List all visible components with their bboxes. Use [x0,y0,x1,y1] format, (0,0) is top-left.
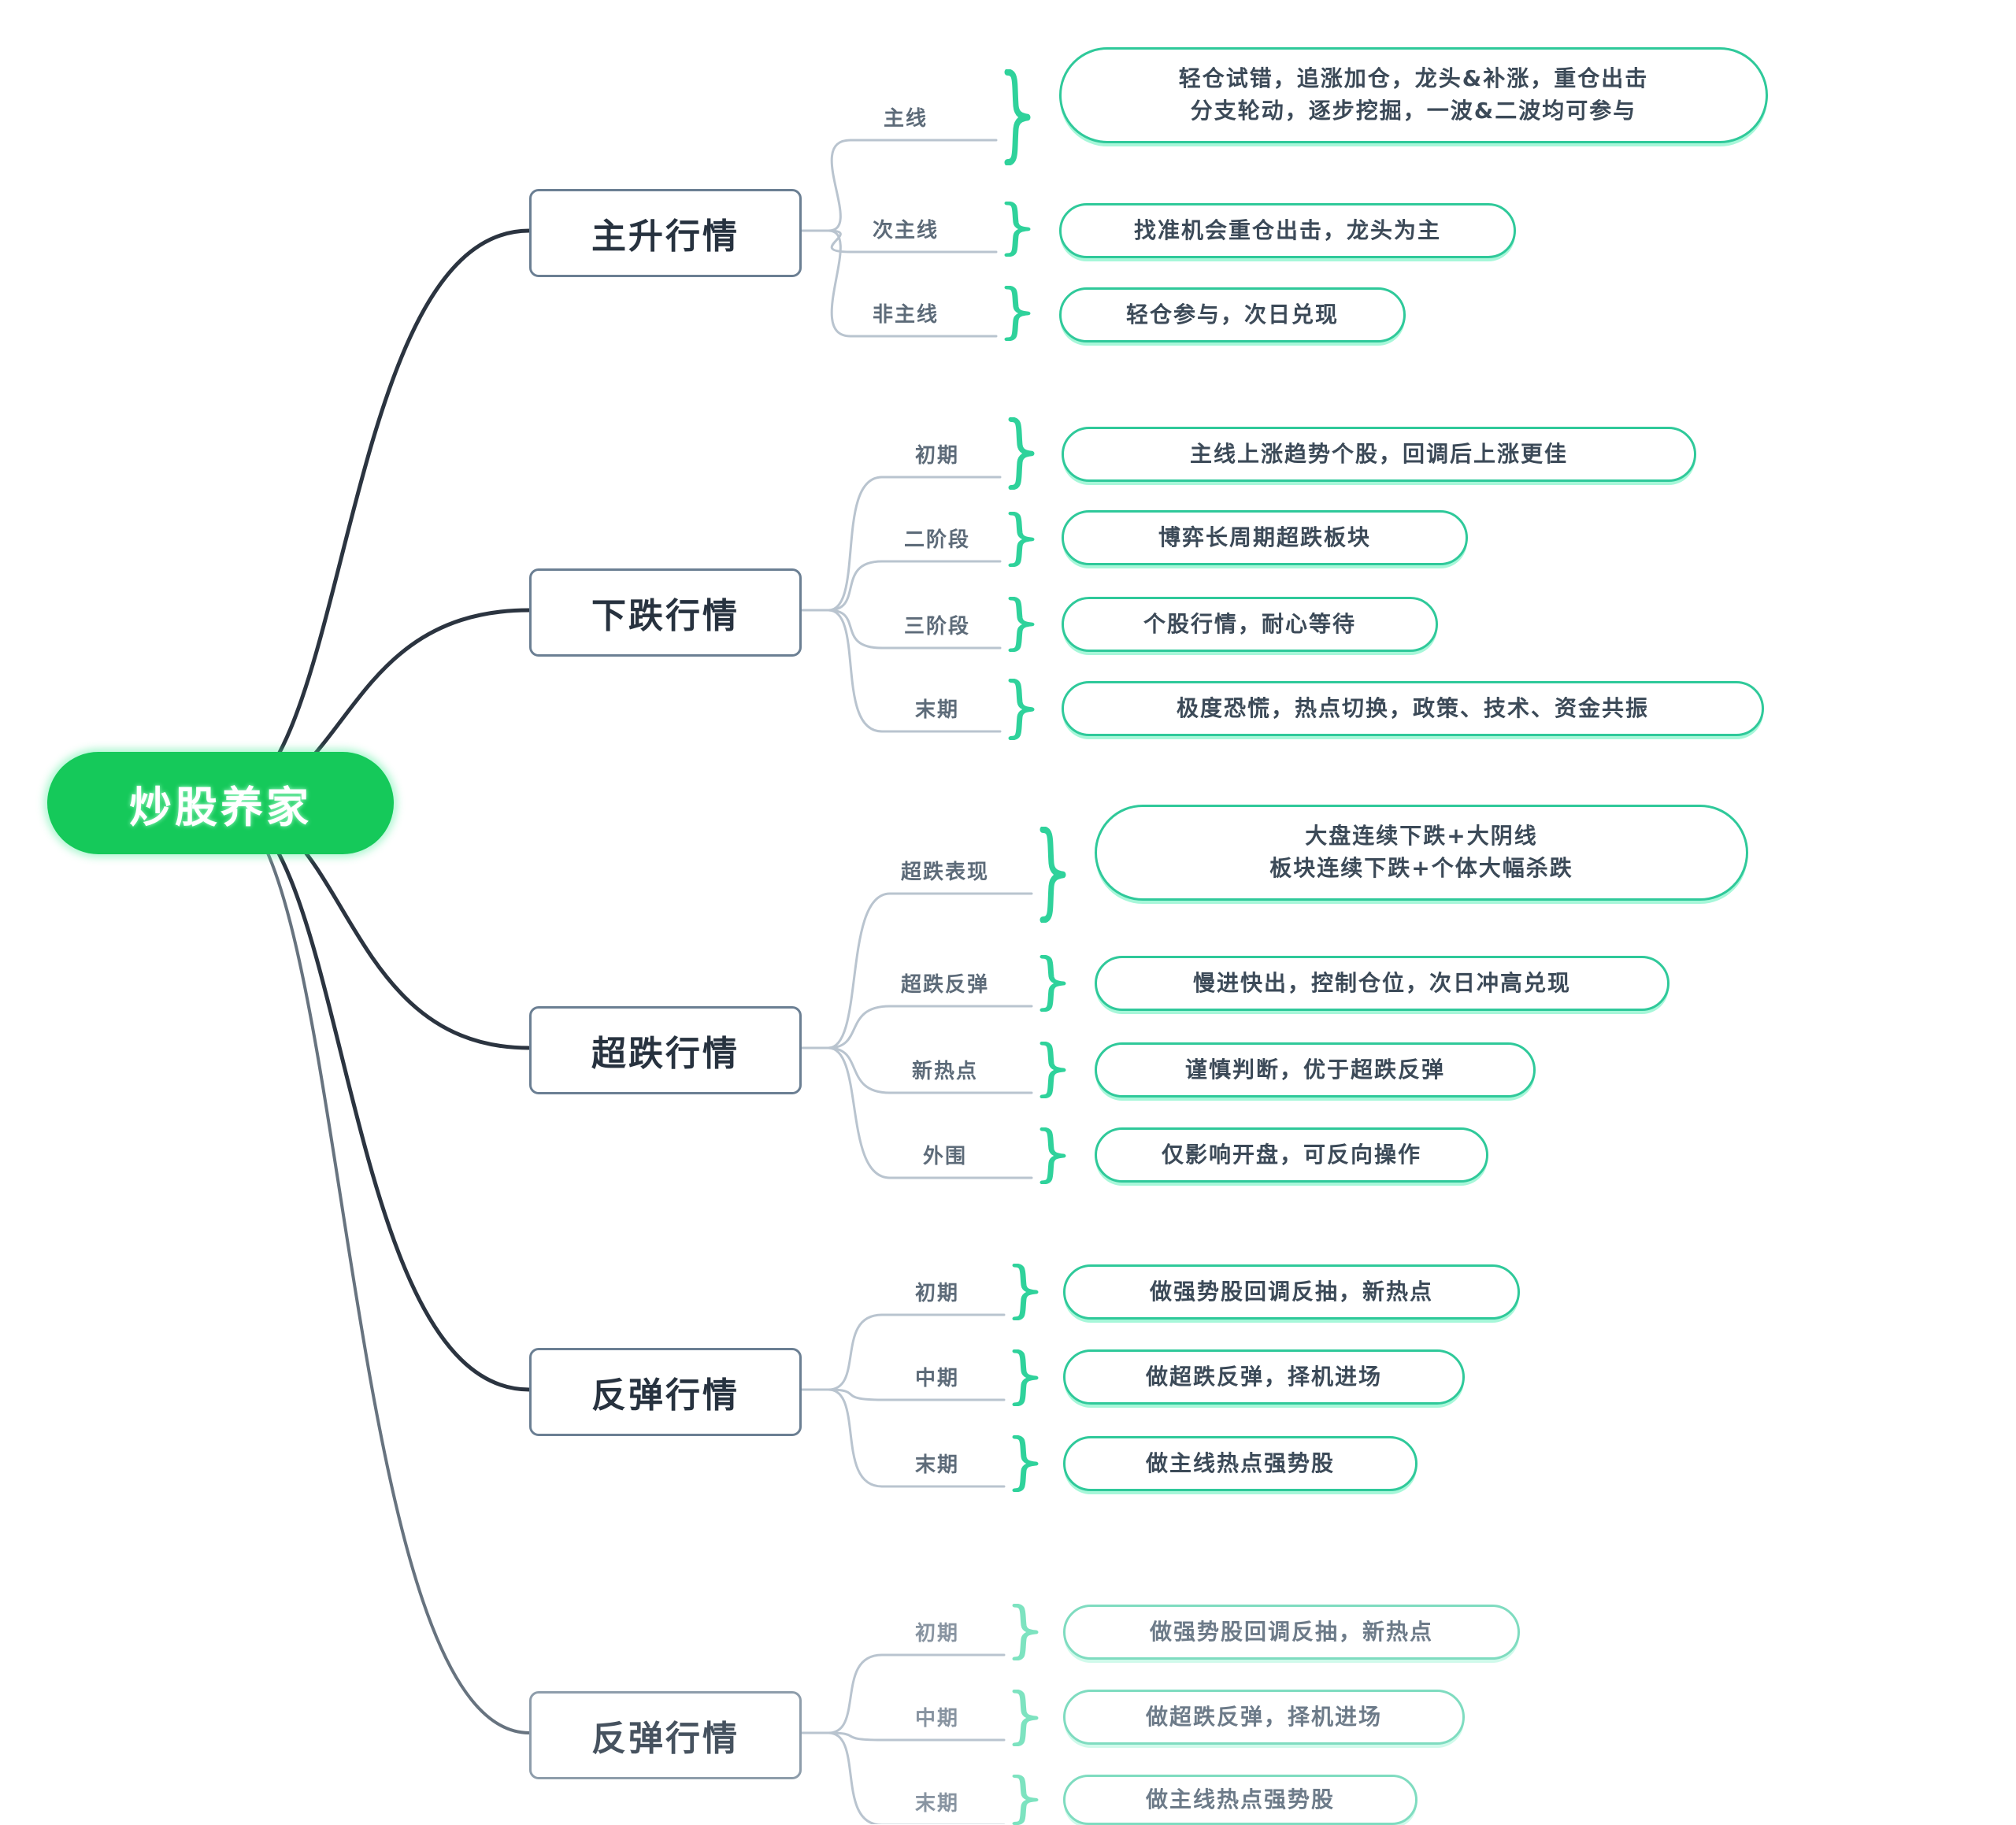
brace-icon [1012,1264,1039,1320]
root-label: 炒股养家 [129,782,312,832]
leaf-bubble[interactable]: 轻仓试错，追涨加仓，龙头&补涨，重仓出击分支轮动，逐步挖掘，一波&二波均可参与 [1059,47,1768,143]
leaf-line: 做强势股回调反抽，新热点 [1149,1618,1433,1645]
main-connector [219,801,531,1734]
leaf-line: 做主线热点强势股 [1145,1786,1335,1812]
leaf-bubble[interactable]: 谨慎判断，优于超跌反弹 [1095,1042,1536,1098]
sub-label: 次主线 [872,218,939,242]
sub-label: 非主线 [872,302,939,327]
branch-label: 反弹行情 [591,1375,739,1416]
brace-icon [1004,69,1031,165]
branch-label: 反弹行情 [591,1719,739,1759]
leaf-line: 谨慎判断，优于超跌反弹 [1184,1056,1445,1083]
leaf-bubble[interactable]: 大盘连续下跌+大阴线板块连续下跌+个体大幅杀跌 [1095,805,1748,901]
leaf-bubble[interactable]: 博弈长周期超跌板块 [1062,510,1468,565]
leaf-line: 轻仓参与，次日兑现 [1125,301,1339,328]
sub-label: 三阶段 [903,614,970,639]
leaf-bubble[interactable]: 做强势股回调反抽，新热点 [1063,1264,1520,1320]
leaf-line: 大盘连续下跌+大阴线 [1305,823,1538,850]
branch-label: 超跌行情 [591,1034,739,1074]
leaf-line: 做主线热点强势股 [1145,1449,1335,1476]
sub-label: 初期 [914,1281,959,1305]
brace-icon [1040,955,1066,1012]
leaf-line: 仅影响开盘，可反向操作 [1161,1141,1421,1168]
sub-label: 主线 [883,106,928,131]
sub-label: 中期 [914,1706,959,1731]
sub-label: 外围 [922,1144,967,1168]
brace-icon [1040,1127,1066,1184]
sub-label: 超跌表现 [900,860,989,884]
sub-label: 新热点 [911,1059,978,1083]
sub-label: 超跌反弹 [900,972,989,997]
leaf-line: 极度恐慌，热点切换，政策、技术、资金共振 [1176,694,1649,721]
leaf-bubble[interactable]: 极度恐慌，热点切换，政策、技术、资金共振 [1062,681,1764,736]
brace-icon [1012,1690,1039,1746]
leaf-line: 找准机会重仓出击，龙头为主 [1133,217,1441,243]
leaf-line: 做超跌反弹，择机进场 [1145,1363,1382,1390]
brace-icon [1004,286,1031,341]
sub-label: 末期 [914,1453,959,1477]
sub-label: 末期 [914,698,959,722]
sub-label: 中期 [914,1366,959,1390]
brace-icon [1008,512,1035,567]
branch-node-4[interactable]: 反弹行情 [529,1348,802,1436]
leaf-bubble[interactable]: 轻仓参与，次日兑现 [1059,287,1406,342]
leaf-bubble[interactable]: 仅影响开盘，可反向操作 [1095,1127,1488,1183]
leaf-bubble[interactable]: 做主线热点强势股 [1063,1775,1418,1825]
leaf-bubble[interactable]: 做主线热点强势股 [1063,1436,1418,1491]
sub-label: 初期 [914,443,959,468]
brace-icon [1008,597,1035,652]
brace-icon [1008,679,1035,740]
leaf-bubble[interactable]: 主线上涨趋势个股，回调后上涨更佳 [1062,427,1696,482]
leaf-bubble[interactable]: 做超跌反弹，择机进场 [1063,1349,1465,1405]
sub-label: 末期 [914,1791,959,1816]
branch-node-2[interactable]: 下跌行情 [529,568,802,657]
sub-connector [827,1731,1006,1742]
brace-icon [1040,1042,1066,1098]
sub-label: 初期 [914,1621,959,1645]
leaf-bubble[interactable]: 找准机会重仓出击，龙头为主 [1059,203,1516,258]
brace-icon [1012,1775,1039,1825]
branch-node-3[interactable]: 超跌行情 [529,1006,802,1094]
leaf-bubble[interactable]: 慢进快出，控制仓位，次日冲高兑现 [1095,956,1670,1011]
main-connector [218,801,532,1392]
leaf-bubble[interactable]: 做强势股回调反抽，新热点 [1063,1605,1520,1660]
sub-connector [827,1005,1033,1049]
main-connectors [218,228,532,1734]
sub-connector [827,560,1002,612]
leaf-line: 做超跌反弹，择机进场 [1145,1703,1382,1730]
leaf-line: 分支轮动，逐步挖掘，一波&二波均可参与 [1190,98,1637,124]
leaf-line: 做强势股回调反抽，新热点 [1149,1278,1433,1305]
leaf-line: 博弈长周期超跌板块 [1158,524,1371,550]
leaf-bubble[interactable]: 个股行情，耐心等待 [1062,597,1438,652]
leaf-bubble[interactable]: 做超跌反弹，择机进场 [1063,1690,1465,1745]
branch-node-1[interactable]: 主升行情 [529,189,802,277]
brace-icon [1012,1435,1039,1492]
brace-icon [1012,1604,1039,1660]
branch-label: 下跌行情 [591,596,739,636]
root-node[interactable]: 炒股养家 [47,752,394,854]
branch-label: 主升行情 [591,217,739,257]
leaf-line: 板块连续下跌+个体大幅杀跌 [1269,855,1573,881]
leaf-line: 慢进快出，控制仓位，次日冲高兑现 [1192,969,1571,996]
brace-icon [1004,202,1031,257]
leaf-line: 主线上涨趋势个股，回调后上涨更佳 [1189,440,1568,467]
leaf-line: 个股行情，耐心等待 [1143,610,1356,637]
leaf-line: 轻仓试错，追涨加仓，龙头&补涨，重仓出击 [1178,65,1649,92]
main-connector [218,228,532,805]
brace-icon [1040,827,1066,923]
branch-node-5[interactable]: 反弹行情 [529,1691,802,1779]
brace-icon [1012,1349,1039,1406]
sub-label: 二阶段 [903,528,970,552]
brace-icon [1008,417,1035,490]
